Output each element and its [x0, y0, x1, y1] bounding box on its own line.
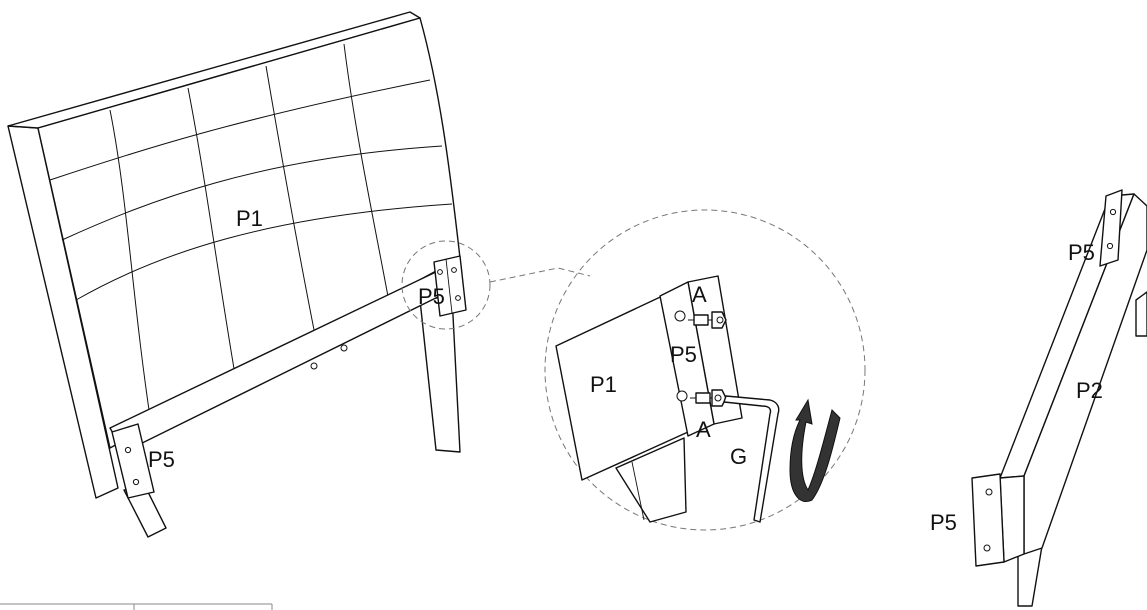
parts-table-edge [0, 603, 273, 610]
label-headboard-panel: P1 [236, 206, 263, 231]
allen-key-icon [723, 395, 780, 523]
label-detail-bracket: P5 [670, 342, 697, 367]
tufting-seam-col-3 [265, 65, 319, 351]
label-detail-allen-key: G [730, 444, 747, 469]
rail-hole [310, 362, 318, 370]
bolt-icon [674, 310, 727, 329]
label-detail-bolt-top: A [692, 282, 707, 307]
detail-leg [615, 437, 687, 523]
label-rail-bracket-top: P5 [1068, 240, 1095, 265]
side-rail-bracket-top [1099, 189, 1123, 267]
callout-connector-line [489, 267, 591, 283]
label-bracket-right: P5 [418, 284, 445, 309]
side-rail-leg-top [1135, 291, 1147, 337]
callout-detail-circle [544, 209, 866, 531]
tufting-seam-row-3 [75, 203, 453, 301]
bracket-hole [983, 544, 991, 552]
detail-view: P1 P5 A A G [555, 275, 841, 523]
label-rail-panel: P2 [1076, 378, 1103, 403]
headboard-leg-right [419, 295, 461, 453]
bracket-left [111, 423, 155, 499]
bracket-hole [437, 269, 443, 275]
callout-small-circle [401, 240, 491, 330]
headboard-assembly: P5 P5 P1 [7, 11, 467, 538]
bracket-right-fold [445, 258, 453, 314]
bolt-icon [676, 389, 727, 407]
side-rail-bracket-bottom [971, 473, 1005, 567]
bracket-hole [132, 478, 140, 486]
bracket-hole [1106, 242, 1114, 250]
clockwise-rotation-arrow-icon [789, 398, 841, 502]
label-bracket-left: P5 [148, 447, 175, 472]
label-rail-bracket-bottom: P5 [930, 510, 957, 535]
tufting-seam-col-2 [187, 87, 239, 393]
tufting-seam-col-1 [109, 109, 153, 431]
detail-callout [401, 209, 866, 531]
rail-hole [340, 344, 348, 352]
detail-leg-edge [631, 461, 645, 521]
bracket-hole [1109, 208, 1117, 216]
bracket-hole [455, 295, 461, 301]
label-detail-headboard: P1 [590, 372, 617, 397]
bracket-hole [985, 488, 993, 496]
tufting-seam-row-2 [61, 145, 443, 241]
tufting-seam-col-4 [343, 43, 393, 319]
tufting-seam-row-1 [49, 79, 431, 181]
label-detail-bolt-bottom: A [696, 417, 711, 442]
bracket-hole [451, 267, 457, 273]
side-rail-assembly: P5 P5 P2 [930, 189, 1147, 607]
bracket-hole [124, 446, 132, 454]
